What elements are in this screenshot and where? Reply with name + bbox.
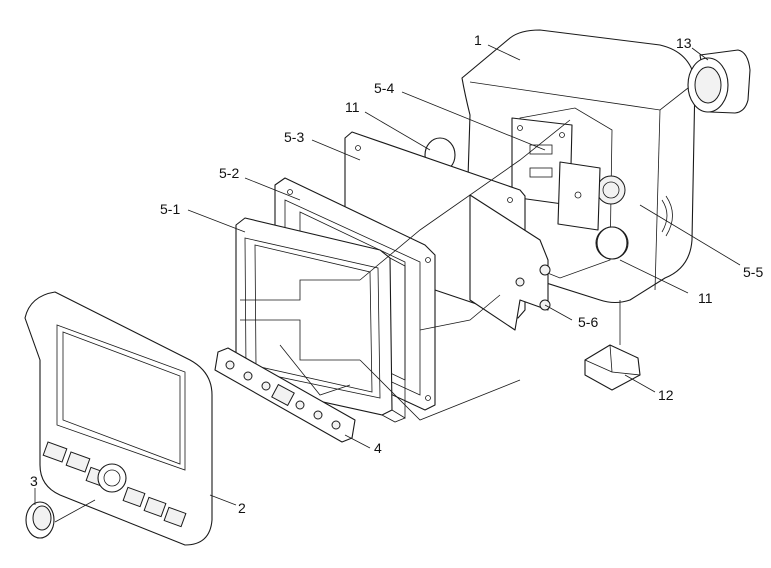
label-5-4: 5-4: [374, 80, 394, 96]
label-11-upper: 11: [345, 99, 360, 115]
label-5-5: 5-5: [743, 264, 763, 280]
label-12: 12: [658, 387, 674, 403]
label-2: 2: [238, 500, 246, 516]
round-cover-11-lower: [596, 226, 628, 260]
knob-3: [25, 501, 55, 539]
label-5-3: 5-3: [284, 129, 304, 145]
display-panel-5-1: [235, 217, 406, 423]
label-1: 1: [474, 32, 482, 48]
clip-12: [584, 344, 641, 391]
label-13: 13: [676, 35, 692, 51]
connector-13: [687, 49, 751, 114]
part-labels: 1 13 5-4 11 5-3 5-2 5-1 5-5 11 5-6 12 4 …: [30, 32, 763, 516]
label-5-2: 5-2: [219, 165, 239, 181]
label-11-lower: 11: [698, 290, 713, 306]
label-5-6: 5-6: [578, 314, 598, 330]
label-5-1: 5-1: [160, 201, 180, 217]
bracket-plate-5-4: [511, 117, 573, 206]
side-board-5-5: [557, 161, 601, 231]
button-board-4: [214, 347, 356, 443]
leader-lines: [34, 44, 741, 523]
side-bracket-5-6: [469, 194, 551, 331]
label-3: 3: [30, 473, 38, 489]
exploded-view-outline: [240, 119, 571, 421]
front-bezel-2: [24, 291, 213, 546]
label-4: 4: [374, 440, 382, 456]
